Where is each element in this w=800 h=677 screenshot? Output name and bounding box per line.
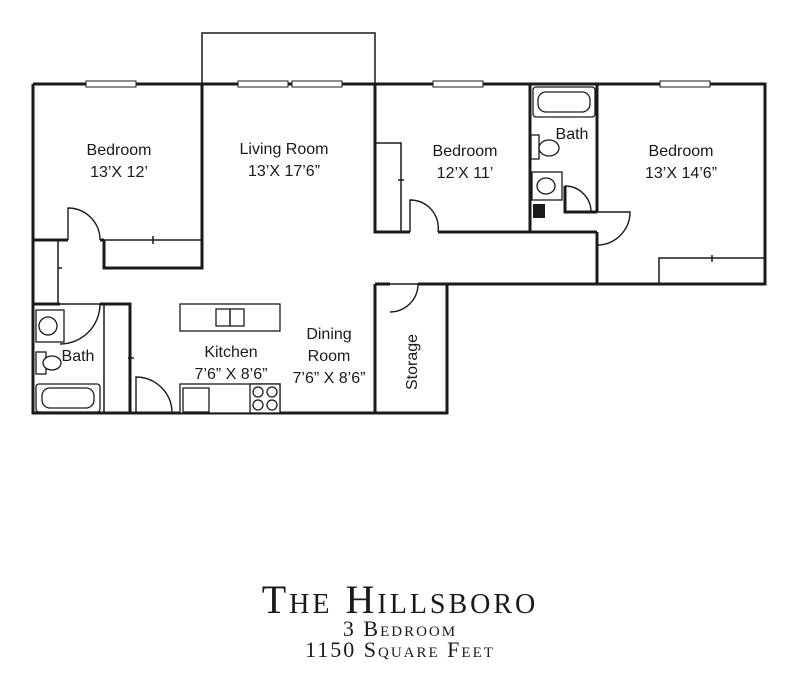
bedroom-middle-name: Bedroom bbox=[433, 143, 498, 160]
plan-title: The Hillsboro bbox=[261, 577, 539, 622]
exterior-wall bbox=[31, 82, 767, 415]
kitchen-name: Kitchen bbox=[204, 344, 257, 361]
bedroom-left-name: Bedroom bbox=[87, 142, 152, 159]
windows bbox=[85, 80, 711, 88]
balcony-outline bbox=[201, 32, 376, 84]
plan-bedroom-count: 3 Bedroom bbox=[342, 616, 458, 641]
bath-left-fixtures bbox=[35, 309, 101, 413]
plan-square-footage: 1150 Square Feet bbox=[305, 637, 495, 662]
dining-room-name-line1: Dining bbox=[306, 326, 351, 343]
bath-left-name: Bath bbox=[62, 348, 95, 365]
bedroom-left-size: 13’X 12’ bbox=[90, 164, 148, 181]
bath-right-fixtures bbox=[530, 86, 596, 218]
living-room-name: Living Room bbox=[240, 141, 329, 158]
closets bbox=[32, 142, 766, 414]
kitchen-fixtures bbox=[179, 303, 281, 414]
kitchen-size: 7’6” X 8’6” bbox=[195, 366, 268, 383]
bedroom-right-size: 13’X 14’6” bbox=[645, 165, 717, 182]
storage-name: Storage bbox=[404, 334, 421, 390]
dining-room-name-line2: Room bbox=[308, 348, 351, 365]
bath-right-name: Bath bbox=[556, 126, 589, 143]
bedroom-middle-size: 12’X 11’ bbox=[437, 165, 494, 182]
doors bbox=[59, 185, 631, 414]
room-labels: Bedroom 13’X 12’ Living Room 13’X 17’6” … bbox=[62, 126, 717, 390]
living-room-size: 13’X 17’6” bbox=[248, 163, 320, 180]
dining-room-size: 7’6” X 8’6” bbox=[293, 370, 366, 387]
bedroom-right-name: Bedroom bbox=[649, 143, 714, 160]
